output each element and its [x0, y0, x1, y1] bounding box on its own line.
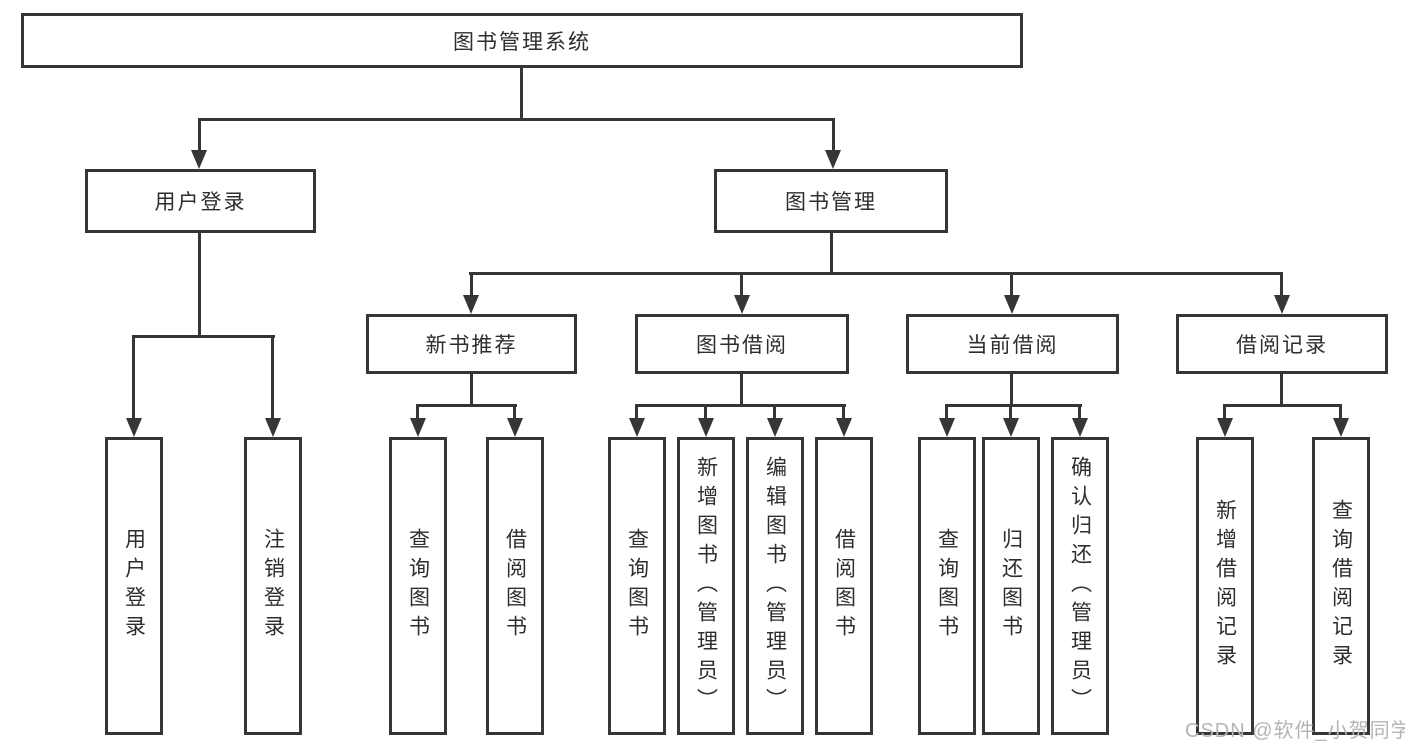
connector-line [740, 272, 743, 298]
connector-line [832, 118, 835, 154]
connector-line [1010, 272, 1013, 298]
connector-line [132, 335, 275, 338]
leaf-edit-book-admin: 编辑图书（管理员） [746, 437, 804, 735]
leaf-borrow-books-recommend: 借阅图书 [486, 437, 544, 735]
leaf-label: 查询图书 [625, 528, 649, 644]
node-label: 图书管理 [785, 191, 877, 214]
connector-line [271, 335, 274, 419]
leaf-label: 新增图书（管理员） [694, 455, 718, 717]
arrow-head [836, 418, 852, 437]
leaf-query-books-borrow: 查询图书 [608, 437, 666, 735]
leaf-label: 确认归还（管理员） [1068, 455, 1092, 717]
connector-line [470, 272, 473, 298]
arrow-head [767, 418, 783, 437]
connector-line [1339, 404, 1342, 420]
leaf-label: 新增借阅记录 [1213, 499, 1237, 673]
arrow-head [629, 418, 645, 437]
leaf-label: 注销登录 [261, 528, 285, 644]
arrow-head [1217, 418, 1233, 437]
leaf-label: 查询借阅记录 [1329, 499, 1353, 673]
connector-line [416, 404, 419, 420]
connector-line [469, 272, 1283, 275]
connector-line [1280, 374, 1283, 407]
leaf-add-borrow-record: 新增借阅记录 [1196, 437, 1254, 735]
connector-line [830, 233, 833, 275]
node-user-login: 用户登录 [85, 169, 316, 233]
leaf-label: 归还图书 [999, 528, 1023, 644]
connector-line [635, 404, 638, 420]
arrow-head [410, 418, 426, 437]
node-library-management-system: 图书管理系统 [21, 13, 1023, 68]
node-label: 图书管理系统 [453, 30, 591, 54]
leaf-confirm-return-admin: 确认归还（管理员） [1051, 437, 1109, 735]
connector-line [1009, 404, 1012, 420]
connector-line [1010, 374, 1013, 407]
arrow-head [1274, 295, 1290, 314]
connector-line [520, 68, 523, 120]
leaf-logout: 注销登录 [244, 437, 302, 735]
leaf-query-borrow-record: 查询借阅记录 [1312, 437, 1370, 735]
connector-line [513, 404, 516, 420]
connector-line [132, 335, 135, 419]
leaf-borrow-books: 借阅图书 [815, 437, 873, 735]
arrow-head [939, 418, 955, 437]
leaf-label: 用户登录 [122, 528, 146, 644]
arrow-head [1072, 418, 1088, 437]
node-label: 新书推荐 [425, 334, 518, 357]
arrow-head [463, 295, 479, 314]
connector-line [773, 404, 776, 420]
leaf-label: 借阅图书 [832, 528, 856, 644]
connector-line [740, 374, 743, 407]
arrow-head [1003, 418, 1019, 437]
node-label: 用户登录 [154, 191, 247, 214]
connector-line [198, 118, 201, 154]
node-label: 当前借阅 [966, 334, 1059, 357]
arrow-head [265, 418, 281, 437]
arrow-head [191, 150, 207, 169]
arrow-head [734, 295, 750, 314]
leaf-query-books-recommend: 查询图书 [389, 437, 447, 735]
connector-line [416, 404, 517, 407]
connector-line [198, 233, 201, 338]
arrow-head [507, 418, 523, 437]
node-label: 借阅记录 [1236, 334, 1328, 357]
node-current-borrowing: 当前借阅 [906, 314, 1119, 374]
leaf-query-books-current: 查询图书 [918, 437, 976, 735]
connector-line [198, 118, 835, 121]
leaf-label: 借阅图书 [503, 528, 527, 644]
connector-line [704, 404, 707, 420]
arrow-head [126, 418, 142, 437]
leaf-add-book-admin: 新增图书（管理员） [677, 437, 735, 735]
connector-line [470, 374, 473, 407]
connector-line [945, 404, 1082, 407]
connector-line [1223, 404, 1226, 420]
leaf-label: 查询图书 [935, 528, 959, 644]
node-new-book-recommendation: 新书推荐 [366, 314, 577, 374]
arrow-head [1333, 418, 1349, 437]
connector-line [842, 404, 845, 420]
connector-line [1223, 404, 1342, 407]
connector-line [635, 404, 846, 407]
node-label: 图书借阅 [696, 334, 788, 357]
node-borrowing-records: 借阅记录 [1176, 314, 1388, 374]
leaf-label: 编辑图书（管理员） [763, 455, 787, 717]
connector-line [1078, 404, 1081, 420]
leaf-return-books: 归还图书 [982, 437, 1040, 735]
arrow-head [1004, 295, 1020, 314]
node-book-management: 图书管理 [714, 169, 948, 233]
arrow-head [825, 150, 841, 169]
leaf-user-login: 用户登录 [105, 437, 163, 735]
connector-line [1280, 272, 1283, 298]
leaf-label: 查询图书 [406, 528, 430, 644]
connector-line [945, 404, 948, 420]
csdn-watermark: CSDN @软件_小贺同学 [1185, 720, 1405, 742]
node-book-borrowing: 图书借阅 [635, 314, 849, 374]
arrow-head [698, 418, 714, 437]
